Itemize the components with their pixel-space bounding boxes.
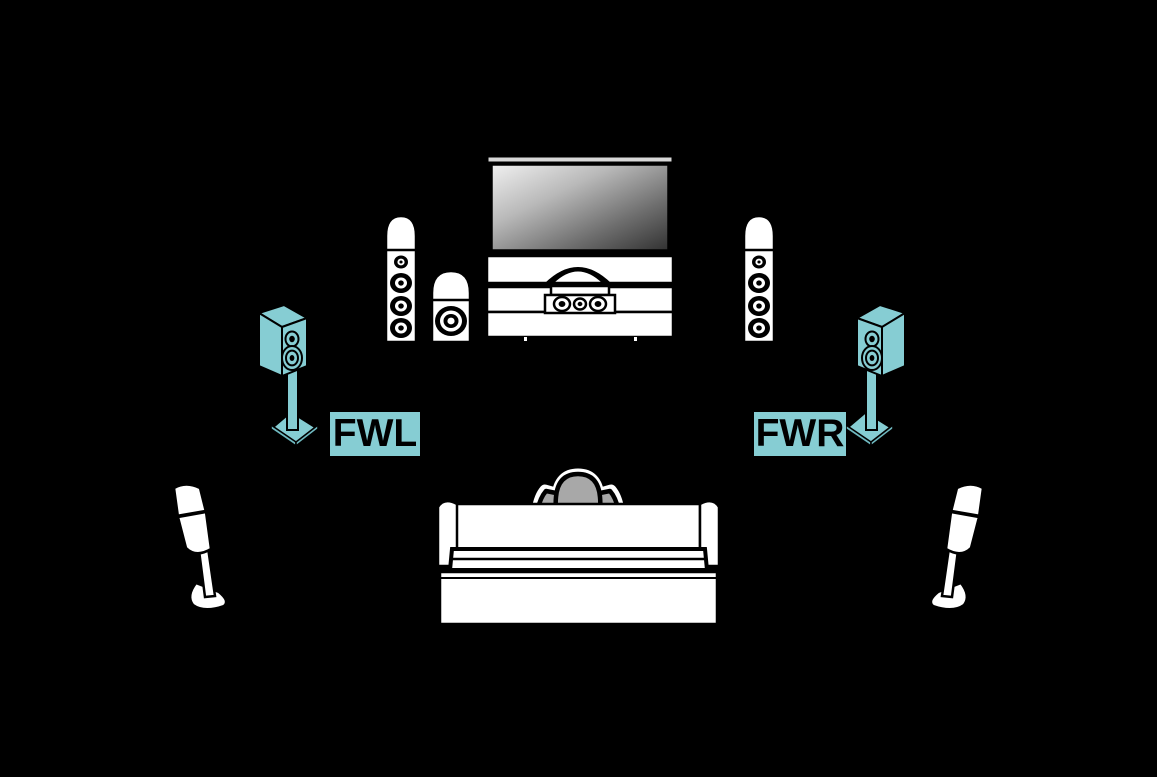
front-wide-right-speaker-on-stand (844, 303, 908, 448)
listening-position-sofa (436, 499, 721, 626)
center-channel-speaker (543, 284, 617, 315)
surround-right-speaker-on-stand (929, 483, 985, 611)
front-wide-left-speaker-on-stand (256, 303, 320, 448)
label-front-wide-left-text: FWL (332, 411, 418, 455)
label-front-wide-left: FWL (330, 412, 420, 456)
front-left-tower-speaker (384, 214, 418, 344)
flat-panel-television (487, 156, 673, 260)
subwoofer (430, 269, 472, 344)
surround-left-speaker-on-stand (172, 483, 228, 611)
label-front-wide-right: FWR (754, 412, 846, 456)
label-front-wide-right-text: FWR (755, 411, 845, 455)
front-right-tower-speaker (742, 214, 776, 344)
